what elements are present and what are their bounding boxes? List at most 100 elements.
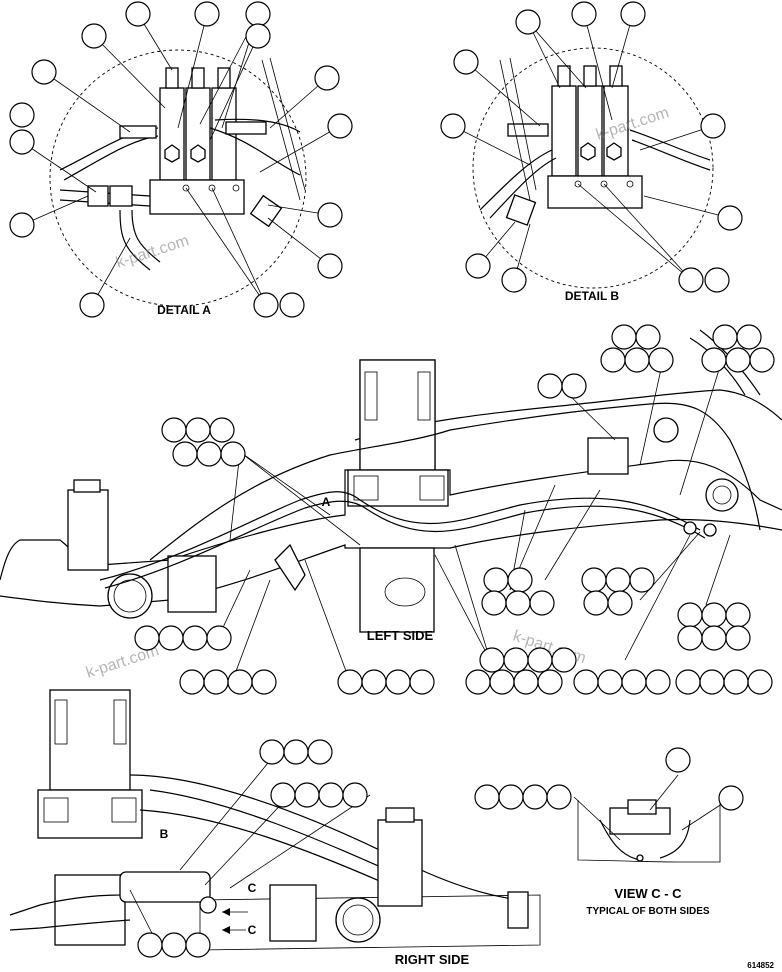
right-side-view: B C C RIGHT SIDE — [9, 689, 541, 967]
fitting — [683, 521, 697, 535]
callout-bubble — [279, 292, 305, 318]
callout-bubble — [481, 590, 507, 616]
hex-fitting — [580, 142, 596, 161]
callout-bubble — [337, 669, 363, 695]
detail-b-title: DETAIL B — [565, 289, 620, 303]
callout-bubble — [611, 324, 637, 350]
callout-bubble — [185, 417, 211, 443]
manifold-block — [547, 175, 643, 209]
hose — [479, 149, 553, 211]
callout-bubble — [307, 739, 333, 765]
pivot-pin — [705, 478, 739, 512]
valve-cap — [165, 67, 179, 89]
callout-bubble — [220, 441, 246, 467]
mast-column — [49, 689, 131, 791]
callout-bubble — [137, 932, 163, 958]
callout-bubble — [194, 1, 220, 27]
mast-base — [347, 469, 449, 507]
leader-line — [624, 534, 691, 661]
leader-line — [177, 13, 208, 129]
hydraulic-tank — [377, 819, 423, 907]
callout-bubble — [678, 267, 704, 293]
leader-line — [229, 794, 371, 889]
pivot-pin-inner — [712, 485, 732, 505]
junction-box — [587, 437, 629, 475]
callout-bubble — [185, 932, 211, 958]
mast-plate — [364, 371, 378, 421]
callout-bubble — [665, 747, 691, 773]
leader-line — [259, 125, 341, 173]
callout-bubble — [253, 292, 279, 318]
boom-outline — [129, 774, 521, 901]
callout-bubble — [179, 669, 205, 695]
callout-bubble — [620, 1, 646, 27]
hydraulic-tank — [67, 489, 109, 571]
callout-bubble — [507, 567, 533, 593]
valve-section — [551, 85, 577, 177]
callout-bubble — [704, 267, 730, 293]
callout-bubble — [158, 625, 184, 651]
callout-bubble — [182, 625, 208, 651]
detail-a-view: DETAIL A — [21, 13, 341, 317]
tank-cap — [73, 479, 101, 493]
hose-routing — [149, 789, 411, 881]
callout-bubble — [645, 669, 671, 695]
hose — [214, 118, 301, 133]
frame-line — [509, 57, 537, 191]
leader-line — [643, 195, 731, 219]
callout-bubble — [245, 1, 271, 27]
callout-bubble — [597, 669, 623, 695]
leader-line — [649, 774, 679, 811]
callout-bubble — [503, 647, 529, 673]
cylinder — [119, 871, 211, 903]
callout-bubble — [227, 669, 253, 695]
callout-bubble — [479, 647, 505, 673]
leader-line — [43, 71, 131, 133]
valve-box — [269, 884, 317, 942]
callout-bubble — [501, 267, 527, 293]
callout-bubble — [513, 669, 539, 695]
callout-bubble — [725, 602, 751, 628]
marker-a: A — [322, 495, 331, 509]
leader-line — [239, 451, 361, 546]
marker-b: B — [160, 827, 169, 841]
manifold-block — [149, 179, 245, 215]
port — [208, 184, 216, 192]
callout-bubble — [453, 49, 479, 75]
hose — [209, 127, 301, 176]
callout-bubble — [465, 253, 491, 279]
leader-line — [204, 794, 291, 886]
left-side-view: A LEFT SIDE — [0, 329, 782, 683]
lower-bracket — [359, 547, 435, 633]
detail-a-boundary — [49, 49, 307, 307]
clamp — [636, 854, 644, 862]
callout-bubble — [498, 784, 524, 810]
watermark: k-part.com — [114, 232, 191, 272]
leader-line — [583, 13, 613, 121]
detail-b-view: DETAIL B — [452, 13, 731, 303]
gauge — [653, 417, 679, 443]
callout-bubble — [546, 784, 572, 810]
valve-cap — [583, 65, 597, 87]
bolt-plate — [353, 475, 379, 501]
callout-bubble — [245, 23, 271, 49]
detail-a-title: DETAIL A — [157, 303, 211, 317]
port — [182, 184, 190, 192]
callout-bubble — [134, 625, 160, 651]
callout-bubble — [551, 647, 577, 673]
leader-line — [573, 796, 621, 841]
reel-drum — [107, 573, 153, 619]
leader-line — [304, 559, 351, 683]
mast-plate — [417, 371, 431, 421]
leader-line — [679, 359, 723, 496]
fitting — [703, 523, 717, 537]
callout-bubble — [648, 347, 674, 373]
leader-line — [231, 579, 271, 683]
callout-bubble — [79, 292, 105, 318]
callout-bubble — [600, 347, 626, 373]
arrow-head — [222, 908, 230, 916]
valve-cap — [191, 67, 205, 89]
leader-line — [639, 359, 664, 466]
callout-bubble — [196, 441, 222, 467]
callout-bubble — [327, 113, 353, 139]
